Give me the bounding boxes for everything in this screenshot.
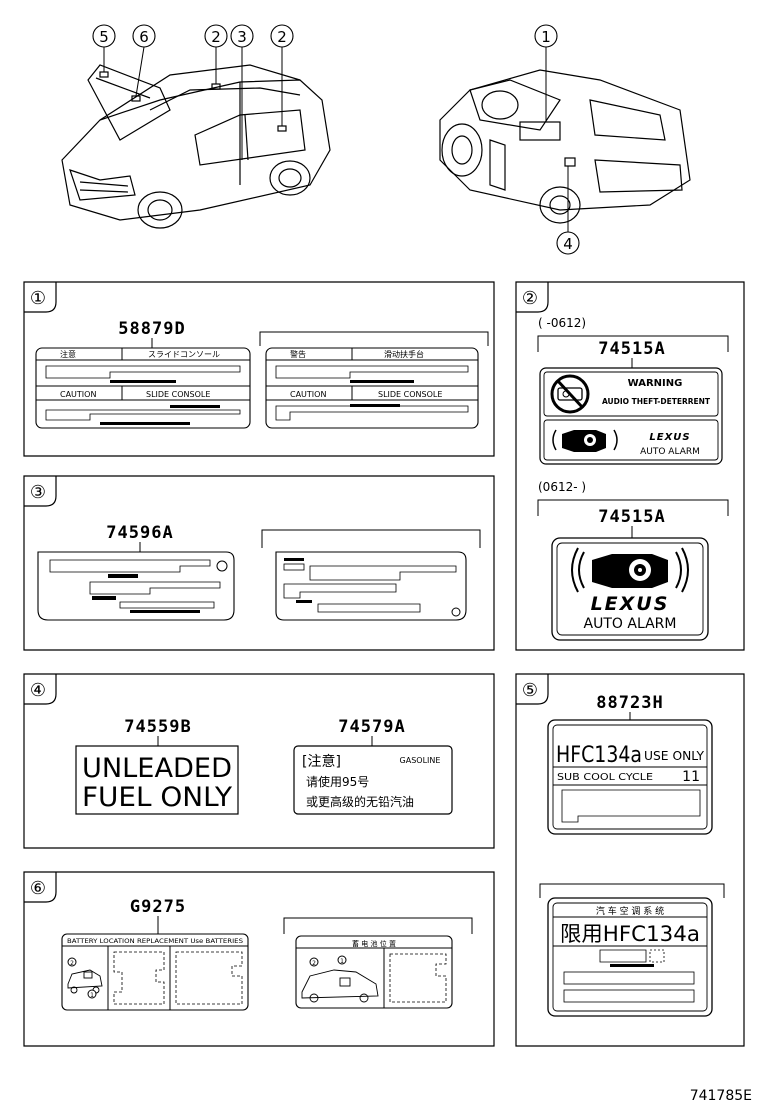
callout-number: 2 [277,28,287,46]
callout-number: 5 [99,28,109,46]
cn-battery-header: 蓄 电 池 位 置 [352,939,396,948]
label-text: CAUTION [60,390,96,399]
part-number: 58879D [118,319,185,339]
label-g9275-en: BATTERY LOCATION REPLACEMENT Use BATTERI… [61,933,249,1011]
panel-callout: ③ [30,482,46,503]
label-88723h: HFC134a USE ONLY SUB COOL CYCLE 11 [547,719,713,835]
callout-number: 1 [541,28,551,46]
marker-text: 2 [70,960,74,967]
callout-number: 2 [211,28,221,46]
cn-line-2: 或更高级的无铅汽油 [306,794,414,809]
warning-text: AUDIO THEFT-DETERRENT [602,397,711,406]
marker-text: 1 [90,992,94,999]
auto-alarm-small: AUTO ALARM [640,447,700,457]
panel-callout: ⑥ [30,878,46,899]
brand-logo-small: LEXUS [649,432,690,443]
auto-alarm-large: AUTO ALARM [584,616,677,632]
part-number: 74596A [106,523,173,543]
part-number: 88723H [596,693,663,713]
cn-ac-title: 汽 车 空 调 系 统 [596,905,664,917]
gasoline-text: GASOLINE [400,756,441,765]
label-58879d-cn: 警告 滑动扶手台 CAUTION SLIDE CONSOLE [265,347,479,429]
label-text: CAUTION [290,390,326,399]
label-g9275-cn: 蓄 电 池 位 置 2 1 [295,935,453,1009]
date-range: ( -0612) [538,316,586,330]
cn-hfc-text: 限用HFC134a [560,922,700,946]
panel-5: ⑤ 88723H HFC134a USE ONLY SUB COOL CYCLE… [515,673,745,1047]
callout-number: 3 [237,28,247,46]
sub-cool-text: SUB COOL CYCLE [557,772,653,783]
marker-text: 2 [312,960,316,967]
battery-header: BATTERY LOCATION REPLACEMENT Use BATTERI… [67,937,243,945]
part-number: 74515A [598,507,665,527]
fuel-only-text: FUEL ONLY [82,782,233,813]
label-text: 警告 [290,349,306,359]
cn-notice-head: [注意] [302,753,341,770]
label-text: 注意 [60,349,76,359]
car-right-illustration [439,69,691,224]
callout-number: 6 [139,28,149,46]
part-number: 74579A [338,717,405,737]
diagram-code: 741785E [690,1088,752,1104]
date-range: (0612- ) [538,480,586,494]
label-text: SLIDE CONSOLE [146,390,210,399]
label-text: SLIDE CONSOLE [378,390,442,399]
sub-cool-number: 11 [682,769,700,785]
panel-callout: ① [30,288,46,309]
panel-4: ④ 74559B UNLEADED FUEL ONLY 74579A [注意] … [23,673,495,849]
label-74515a-new: LEXUS AUTO ALARM [551,537,709,641]
warning-title: WARNING [628,378,683,389]
cn-line-1: 请使用95号 [306,774,369,789]
alarm-camera-icon [552,429,618,452]
label-88723h-cn: 汽 车 空 调 系 统 限用HFC134a [547,897,713,1017]
label-text: 滑动扶手台 [384,349,424,359]
callout-number: 4 [563,235,573,253]
brand-logo-large: LEXUS [591,593,670,615]
label-58879d-jp: 注意 スライドコンソール CAUTION SLIDE CONSOLE [35,347,251,429]
part-number: G9275 [130,897,186,917]
panel-callout: ② [522,288,538,309]
label-74579a: [注意] GASOLINE 请使用95号 或更高级的无铅汽油 [293,745,453,815]
panel-2: ② ( -0612) 74515A WARNING AUDIO THEFT-DE… [515,281,745,651]
panel-callout: ⑤ [522,680,538,701]
top-callouts-right: 1 4 [534,24,580,255]
panel-callout: ④ [30,680,46,701]
label-74596a [37,551,235,621]
label-74515a-old: WARNING AUDIO THEFT-DETERRENT LEXUS AUTO… [539,367,723,465]
panel-6: ⑥ G9275 BATTERY LOCATION REPLACEMENT Use… [23,871,495,1047]
marker-text: 1 [340,958,344,965]
panel-1: ① 58879D 注意 スライドコンソール CAUTION SLIDE CONS… [23,281,495,457]
part-number: 74559B [124,717,191,737]
use-only-text: USE ONLY [644,749,705,763]
hfc-text: HFC134a [556,743,642,768]
label-74559b: UNLEADED FUEL ONLY [75,745,239,815]
car-left-illustration [61,64,331,229]
no-audio-icon [550,374,590,414]
top-callouts-left: 5 6 2 3 2 [92,24,294,160]
part-number: 74515A [598,339,665,359]
label-74596a-alt [275,551,467,621]
car-battery-icon [301,969,379,1003]
unleaded-text: UNLEADED [82,753,232,784]
panel-3: ③ 74596A [23,475,495,651]
label-text: スライドコンソール [148,350,220,359]
alarm-camera-icon [571,547,689,593]
